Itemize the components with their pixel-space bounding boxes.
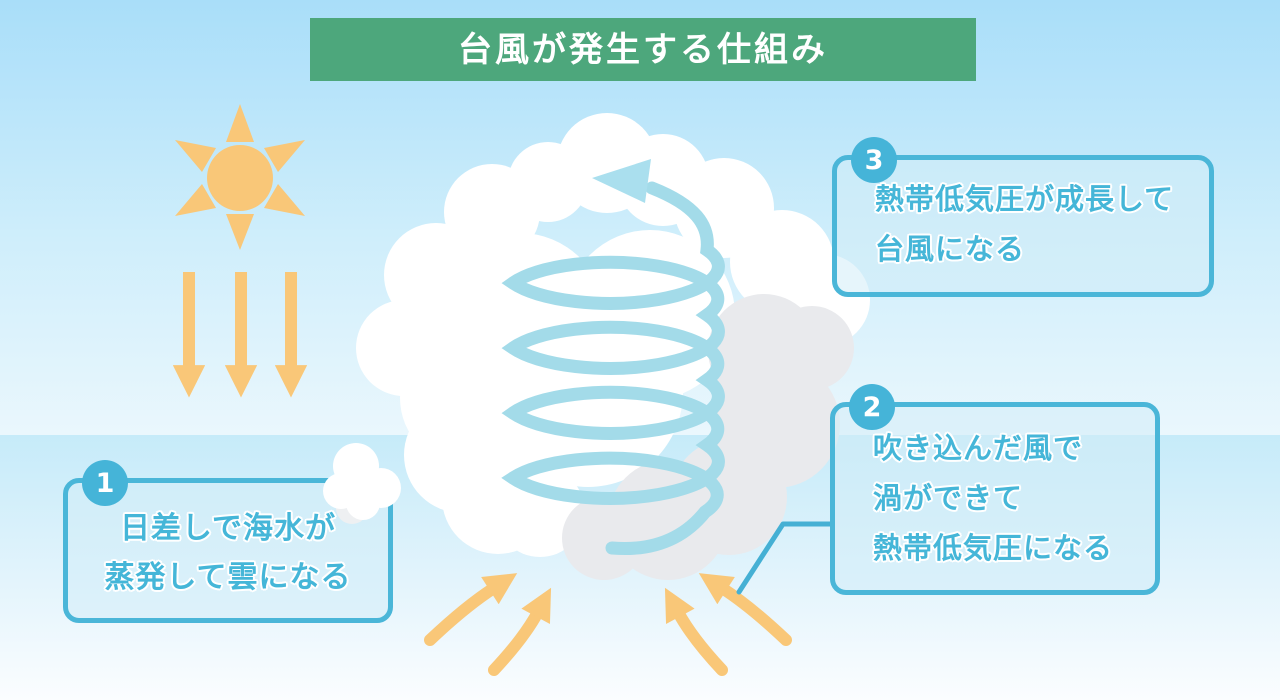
step-2-line-3: 熱帯低気圧になる	[873, 531, 1114, 565]
step-1-callout: 1 日差しで海水が 蒸発して雲になる	[63, 460, 393, 623]
step-3-line-2: 台風になる	[875, 232, 1026, 266]
wind-inflow-arrows-icon	[424, 573, 792, 676]
step-1-badge: 1	[82, 460, 128, 506]
sun-icon	[175, 104, 305, 250]
step-2-line-1: 吹き込んだ風で	[873, 431, 1084, 465]
step-3-badge: 3	[851, 137, 897, 183]
spiral-updraft-arrow-icon	[501, 159, 725, 556]
step-3-line-1: 熱帯低気圧が成長して	[875, 182, 1175, 216]
step-2-badge: 2	[849, 384, 895, 430]
title-banner: 台風が発生する仕組み	[310, 18, 976, 81]
sunlight-down-arrows-icon	[172, 272, 308, 398]
step-1-line-2: 蒸発して雲になる	[104, 560, 352, 595]
step-2-connector-line	[736, 521, 835, 595]
page-title: 台風が発生する仕組み	[458, 29, 828, 70]
step-1-line-1: 日差しで海水が	[119, 511, 337, 546]
step-2-callout: 2 吹き込んだ風で 渦ができて 熱帯低気圧になる	[830, 384, 1160, 595]
step-3-callout: 3 熱帯低気圧が成長して 台風になる	[832, 137, 1214, 297]
step-2-line-2: 渦ができて	[873, 481, 1024, 515]
spiral-arrowhead-icon	[592, 159, 651, 203]
